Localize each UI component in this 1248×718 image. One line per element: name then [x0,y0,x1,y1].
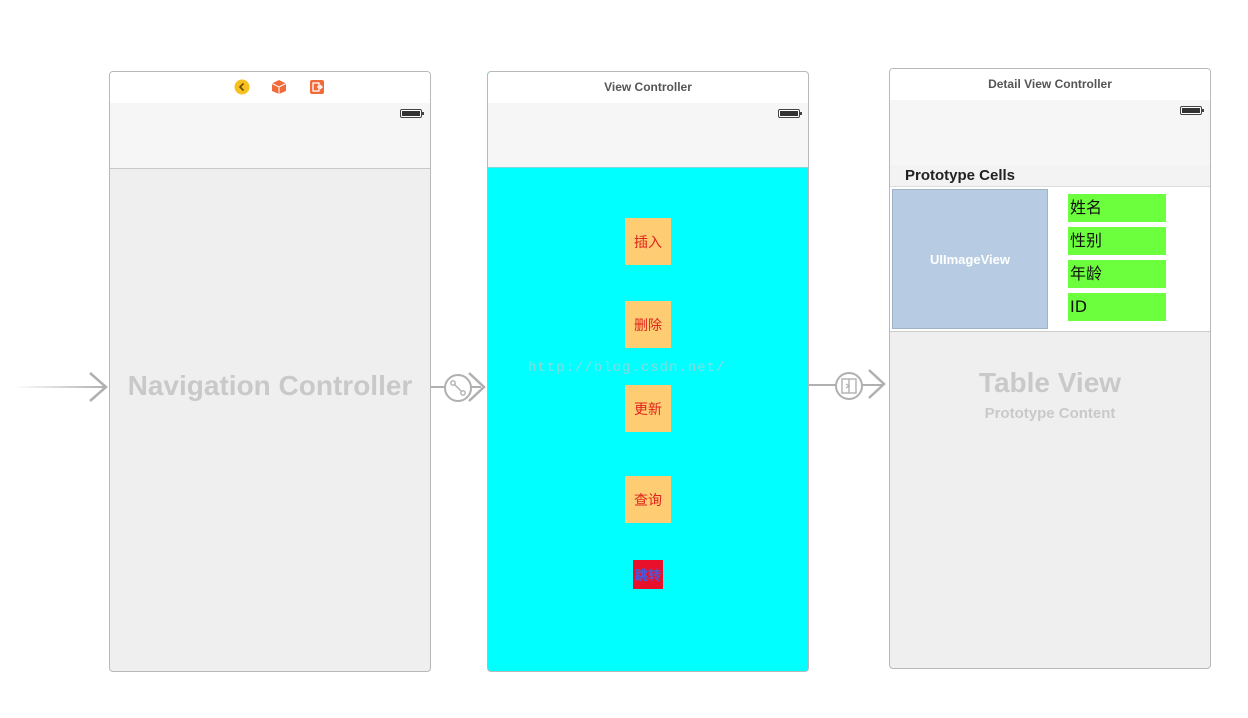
exit-icon[interactable] [309,79,325,95]
segue-arrow-head-icon [468,372,486,402]
segue-arrow-head-icon [868,369,886,399]
navigation-controller-header [110,72,430,104]
prototype-cells-header: Prototype Cells [890,165,1210,187]
view-controller-navigation-bar [488,103,808,168]
detail-view-controller-scene[interactable]: Detail View Controller Prototype Cells U… [889,68,1211,669]
back-circle-icon[interactable] [234,79,250,95]
view-controller-scene[interactable]: View Controller 插入 删除 更新 查询 跳转 [487,71,809,672]
entry-arrow-head-icon [89,372,108,402]
table-view-title: Table View [978,367,1122,398]
query-button[interactable]: 查询 [625,476,671,523]
name-label: 姓名 [1068,194,1166,222]
gender-label: 性别 [1068,227,1166,255]
navigation-controller-title: Navigation Controller [127,370,413,401]
segue-push-icon[interactable] [834,371,864,401]
navigation-controller-scene[interactable]: Navigation Controller [109,71,431,672]
battery-icon [400,109,424,118]
battery-icon [1180,106,1204,115]
watermark: http://blog.csdn.net/ [528,360,726,376]
insert-button[interactable]: 插入 [625,218,671,265]
segue-relationship-icon[interactable] [443,373,473,403]
detail-navigation-bar [890,100,1210,166]
age-label: 年龄 [1068,260,1166,288]
prototype-cells-label: Prototype Cells [905,167,1016,184]
cube-icon[interactable] [271,79,287,95]
detail-view-controller-header: Detail View Controller [890,69,1210,101]
id-label: ID [1068,293,1166,321]
image-view-label: UIImageView [930,251,1010,267]
view-controller-header: View Controller [488,72,808,104]
delete-button[interactable]: 删除 [625,301,671,348]
update-button[interactable]: 更新 [625,385,671,432]
image-view[interactable]: UIImageView [892,189,1048,329]
table-view-subtitle: Prototype Content [984,405,1116,422]
jump-button[interactable]: 跳转 [633,560,663,589]
navigation-bar [110,103,430,169]
prototype-cell[interactable]: UIImageView 姓名 性别 年龄 ID [890,187,1210,332]
battery-icon [778,109,802,118]
